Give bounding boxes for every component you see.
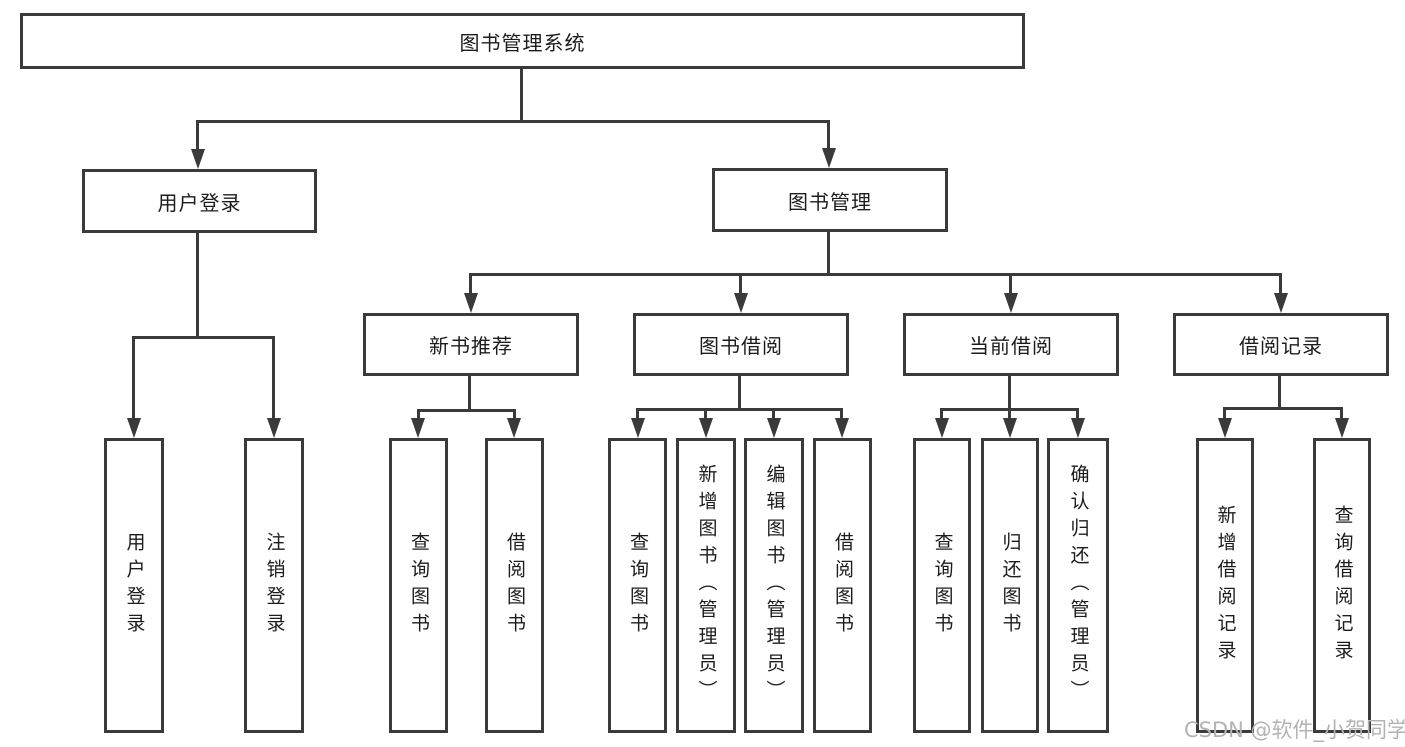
node-label: 借阅记录 — [1239, 334, 1323, 358]
node-book-management: 图书管理 — [712, 168, 948, 232]
connector-line — [417, 409, 516, 412]
arrowhead-down — [507, 418, 521, 438]
arrowhead-down — [835, 418, 849, 438]
connector-line — [132, 336, 135, 424]
node-label: 当前借阅 — [969, 334, 1053, 358]
arrowhead-down — [699, 418, 713, 438]
node-user-login: 用户登录 — [82, 169, 317, 233]
leaf-label: 新增图书（管理员） — [695, 464, 718, 707]
leaf-borrow-books-under-new-book: 借阅图书 — [485, 438, 544, 733]
connector-line — [827, 120, 830, 152]
connector-line — [636, 408, 639, 424]
leaf-borrow-books-under-borrowing: 借阅图书 — [813, 438, 872, 733]
connector-line — [840, 408, 843, 424]
connector-line — [272, 336, 275, 424]
leaf-add-borrow-record: 新增借阅记录 — [1196, 438, 1254, 733]
node-label: 图书管理 — [788, 189, 872, 214]
connector-line — [469, 273, 1282, 276]
arrowhead-down — [767, 418, 781, 438]
node-label: 用户登录 — [157, 190, 242, 215]
leaf-label: 查询借阅记录 — [1331, 504, 1354, 667]
leaf-user-login: 用户登录 — [104, 438, 164, 733]
leaf-label: 借阅图书 — [832, 531, 854, 640]
watermark-csdn: CSDN @软件_小贺同学 — [1184, 718, 1405, 742]
leaf-label: 注销登录 — [263, 531, 286, 640]
connector-line — [1008, 408, 1011, 424]
arrowhead-down — [411, 418, 425, 438]
connector-line — [1340, 407, 1343, 424]
connector-line — [940, 408, 943, 424]
leaf-label: 查询图书 — [627, 531, 649, 640]
node-label: 图书管理系统 — [459, 30, 586, 55]
connector-line — [1076, 408, 1079, 424]
connector-line — [738, 376, 741, 408]
arrowhead-down — [267, 418, 281, 438]
leaf-return-books: 归还图书 — [981, 438, 1039, 733]
arrowhead-down — [1218, 418, 1232, 438]
connector-line — [196, 120, 199, 153]
arrowhead-down — [1003, 418, 1017, 438]
leaf-edit-books-admin: 编辑图书（管理员） — [744, 438, 804, 733]
node-book-borrowing: 图书借阅 — [633, 313, 849, 376]
node-current-borrowing: 当前借阅 — [903, 313, 1119, 376]
connector-line — [1279, 273, 1282, 299]
arrowhead-down — [935, 418, 949, 438]
connector-line — [196, 120, 830, 123]
connector-line — [1278, 376, 1281, 407]
leaf-label: 编辑图书（管理员） — [763, 464, 786, 707]
arrowhead-down — [734, 293, 748, 313]
connector-line — [196, 233, 199, 336]
leaf-label: 用户登录 — [123, 531, 146, 640]
arrowhead-down — [1004, 293, 1018, 313]
leaf-label: 确认归还（管理员） — [1067, 464, 1090, 707]
leaf-query-books-under-borrowing: 查询图书 — [608, 438, 667, 733]
connector-line — [1008, 376, 1011, 408]
connector-line — [739, 273, 742, 299]
arrowhead-down — [464, 293, 478, 313]
node-label: 新书推荐 — [429, 334, 513, 358]
connector-line — [417, 409, 420, 424]
leaf-query-borrow-record: 查询借阅记录 — [1313, 438, 1371, 733]
arrowhead-down — [1274, 293, 1288, 313]
leaf-add-books-admin: 新增图书（管理员） — [676, 438, 736, 733]
leaf-query-books-under-new-book: 查询图书 — [389, 438, 448, 733]
leaf-label: 归还图书 — [999, 531, 1022, 640]
connector-line — [772, 408, 775, 424]
connector-line — [132, 336, 275, 339]
arrowhead-down — [822, 148, 836, 168]
connector-line — [1223, 407, 1226, 424]
leaf-label: 查询图书 — [408, 531, 430, 640]
arrowhead-down — [1335, 418, 1349, 438]
connector-line — [704, 408, 707, 424]
connector-line — [513, 409, 516, 424]
connector-line — [636, 408, 843, 411]
connector-line — [1223, 407, 1343, 410]
connector-line — [469, 273, 472, 299]
node-new-book-recommend: 新书推荐 — [363, 313, 579, 376]
node-borrowing-records: 借阅记录 — [1173, 313, 1389, 376]
arrowhead-down — [1071, 418, 1085, 438]
arrowhead-down — [127, 418, 141, 438]
connector-line — [520, 69, 523, 120]
leaf-logout: 注销登录 — [244, 438, 304, 733]
connector-line — [1009, 273, 1012, 299]
leaf-label: 借阅图书 — [504, 531, 526, 640]
leaf-label: 新增借阅记录 — [1214, 504, 1237, 667]
connector-line — [468, 376, 471, 409]
node-label: 图书借阅 — [699, 334, 783, 358]
leaf-label: 查询图书 — [931, 531, 954, 640]
node-library-management-system: 图书管理系统 — [20, 13, 1025, 69]
connector-line — [827, 232, 830, 273]
leaf-confirm-return-admin: 确认归还（管理员） — [1047, 438, 1109, 733]
arrowhead-down — [631, 418, 645, 438]
leaf-query-books-under-current: 查询图书 — [913, 438, 971, 733]
arrowhead-down — [191, 149, 205, 169]
